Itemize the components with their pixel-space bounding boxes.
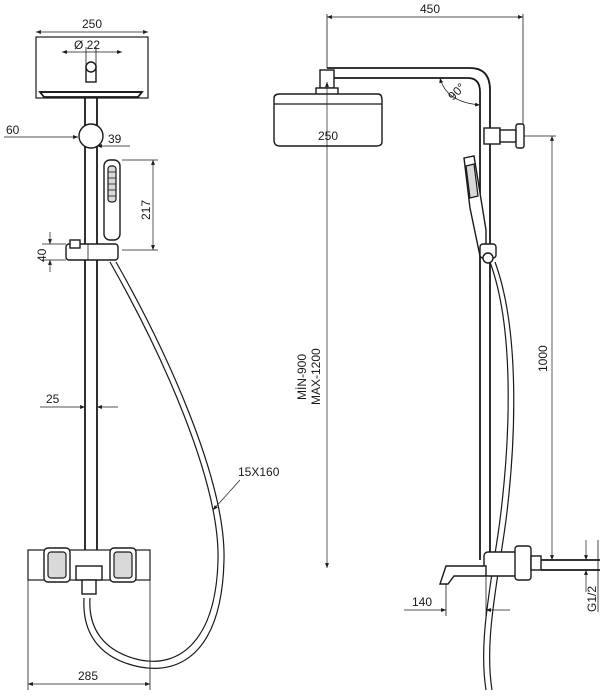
front-wall-bracket bbox=[78, 123, 104, 149]
side-height-max-label: MAX-1200 bbox=[309, 348, 323, 405]
front-hose bbox=[89, 261, 219, 662]
side-spout-length-label: 140 bbox=[412, 595, 432, 609]
front-holder-offset-label: 39 bbox=[108, 132, 122, 146]
front-mixer-outlet bbox=[75, 565, 103, 581]
side-height-min-label: MİN-900 bbox=[295, 354, 309, 400]
front-head-width-label: 250 bbox=[82, 17, 102, 31]
front-handshower-length-label: 217 bbox=[139, 200, 153, 220]
front-rail-diameter-label: 25 bbox=[46, 392, 60, 406]
side-shower-arm bbox=[327, 67, 491, 560]
side-hose bbox=[483, 261, 509, 691]
side-wall-bracket bbox=[483, 127, 501, 145]
front-rail-offset-label: 60 bbox=[6, 123, 20, 137]
side-rail-length-label: 1000 bbox=[536, 345, 550, 372]
side-head-width-label: 250 bbox=[318, 129, 338, 143]
front-view: 250 Ø 22 60 39 217 bbox=[4, 17, 280, 690]
front-head-plate bbox=[35, 36, 149, 99]
front-slider-height-label: 40 bbox=[35, 248, 49, 262]
side-arm-reach-label: 450 bbox=[420, 2, 440, 16]
side-view: 450 90° 250 MİN-900 MAX-1200 1000 bbox=[273, 2, 600, 691]
front-hose-spec-label: 15X160 bbox=[238, 465, 280, 479]
side-arm-angle-label: 90° bbox=[445, 80, 468, 103]
front-head-diameter-label: Ø 22 bbox=[74, 38, 100, 52]
side-spout bbox=[439, 565, 487, 585]
side-connection-label: G1/2 bbox=[585, 586, 599, 612]
front-mixer-width-label: 285 bbox=[78, 669, 98, 683]
